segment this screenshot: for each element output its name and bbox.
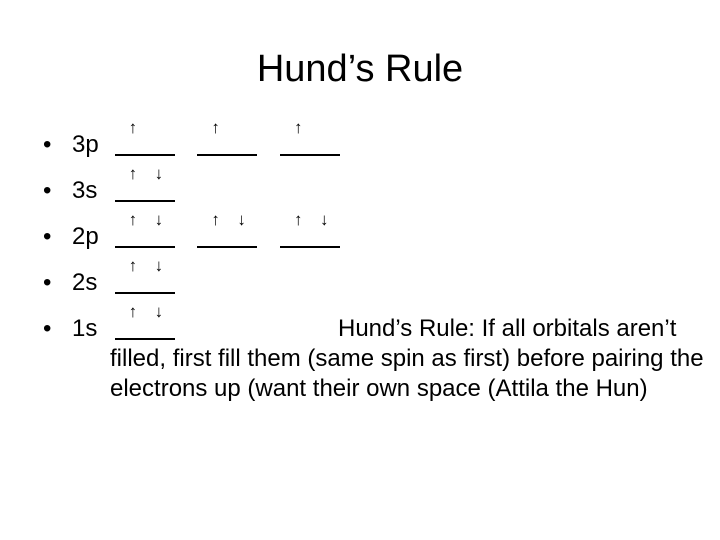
orbital-slot: ↑ ↓ [114,210,175,252]
hunds-rule-explanation: Hund’s Rule: If all orbitals aren’t fill… [110,314,720,404]
list-item-2p: • 2p ↑ ↓ ↑ ↓ ↑ ↓ [40,210,700,252]
orbital-label: 3s [72,177,98,204]
spin-down-arrow-icon: ↓ [154,164,164,183]
orbital-slot: ↑ [114,118,175,160]
orbital-label: 3p [72,131,99,158]
spin-up-arrow-icon: ↑ [128,164,138,183]
spin-up-arrow-icon: ↑ [294,118,303,137]
orbital-label: 2s [72,269,98,296]
spin-down-arrow-icon: ↓ [154,256,164,275]
orbital-label: 1s [72,315,98,342]
list-item-3s: • 3s ↑ ↓ [40,164,700,206]
bullet-icon: • [43,223,52,250]
spin-up-arrow-icon: ↑ [128,256,138,275]
spin-up-arrow-icon: ↑ [211,210,220,229]
orbital-slot: ↑ [280,118,341,160]
spin-up-arrow-icon: ↑ [294,210,303,229]
list-item-3p: • 3p ↑ ↑ ↑ [40,118,700,160]
spin-down-arrow-icon: ↓ [237,210,246,229]
spin-down-arrow-icon: ↓ [154,302,164,321]
spin-up-arrow-icon: ↑ [128,118,138,137]
orbital-slot: ↑ ↓ [280,210,341,252]
bullet-icon: • [43,269,52,296]
orbital-slot: ↑ ↓ [114,164,175,206]
orbital-list: • 3p ↑ ↑ ↑ • 3s ↑ ↓ • 2p ↑ ↓ ↑ [40,118,704,402]
bullet-icon: • [43,315,52,342]
list-item-2s: • 2s ↑ ↓ [40,256,700,298]
spin-up-arrow-icon: ↑ [128,210,138,229]
spin-up-arrow-icon: ↑ [211,118,220,137]
orbital-label: 2p [72,223,99,250]
spin-down-arrow-icon: ↓ [154,210,164,229]
spin-down-arrow-icon: ↓ [320,210,329,229]
list-item-1s: • 1s ↑ ↓ Hund’s Rule: If all orbitals ar… [40,302,704,402]
orbital-slot: ↑ ↓ [114,302,175,344]
orbital-slot: ↑ ↓ [114,256,175,298]
spin-up-arrow-icon: ↑ [128,302,138,321]
bullet-icon: • [43,131,52,158]
orbital-slot: ↑ ↓ [197,210,258,252]
slide-title: Hund’s Rule [256,48,464,90]
hunds-rule-text: Hund’s Rule: If all orbitals aren’t fill… [110,315,704,402]
bullet-icon: • [43,177,52,204]
orbital-slot: ↑ [197,118,258,160]
